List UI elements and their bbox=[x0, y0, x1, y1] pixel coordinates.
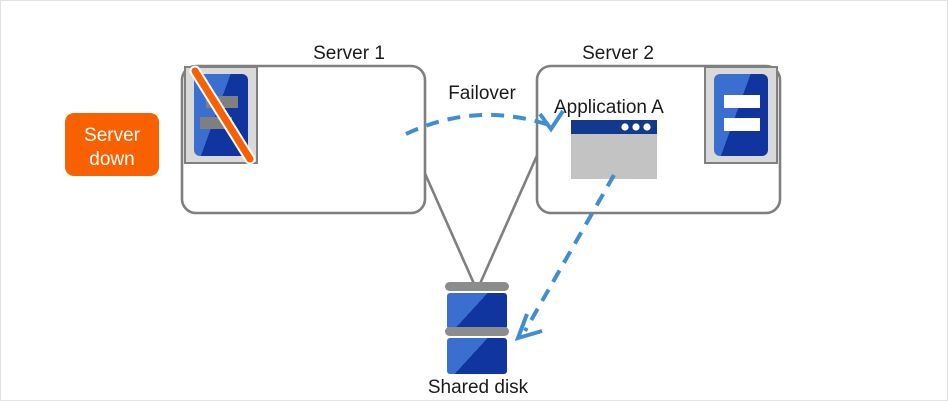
application-window-icon bbox=[571, 120, 657, 179]
strike-icon bbox=[191, 67, 254, 163]
server-active-icon bbox=[704, 66, 778, 164]
server-down-badge-line1: Server bbox=[84, 125, 141, 146]
server-down-badge-line2: down bbox=[89, 149, 134, 170]
shared-disk-icon bbox=[445, 282, 509, 374]
disk-unit-2 bbox=[447, 338, 507, 374]
failover-label: Failover bbox=[448, 83, 516, 104]
server-down-icon bbox=[184, 65, 258, 165]
disk-cap-2 bbox=[445, 327, 509, 336]
disk-unit-1 bbox=[447, 293, 507, 329]
server-bar-top bbox=[724, 95, 760, 108]
server2-title: Server 2 bbox=[582, 43, 654, 64]
application-label: Application A bbox=[554, 97, 664, 118]
server-bar-bottom bbox=[724, 118, 760, 131]
server-down-badge[interactable]: Server down bbox=[65, 113, 159, 176]
application-to-disk-arrow bbox=[514, 174, 616, 342]
window-dot-1 bbox=[621, 123, 629, 131]
failover-arrow bbox=[405, 109, 565, 136]
shared-disk-label: Shared disk bbox=[428, 377, 529, 398]
server1-title: Server 1 bbox=[313, 43, 385, 64]
window-dot-2 bbox=[632, 123, 640, 131]
window-dot-3 bbox=[643, 123, 651, 131]
failover-arrowhead bbox=[538, 109, 565, 133]
disk-arrowhead bbox=[514, 313, 543, 342]
disk-cap-1 bbox=[445, 282, 509, 291]
server2-to-disk-link bbox=[477, 150, 541, 287]
